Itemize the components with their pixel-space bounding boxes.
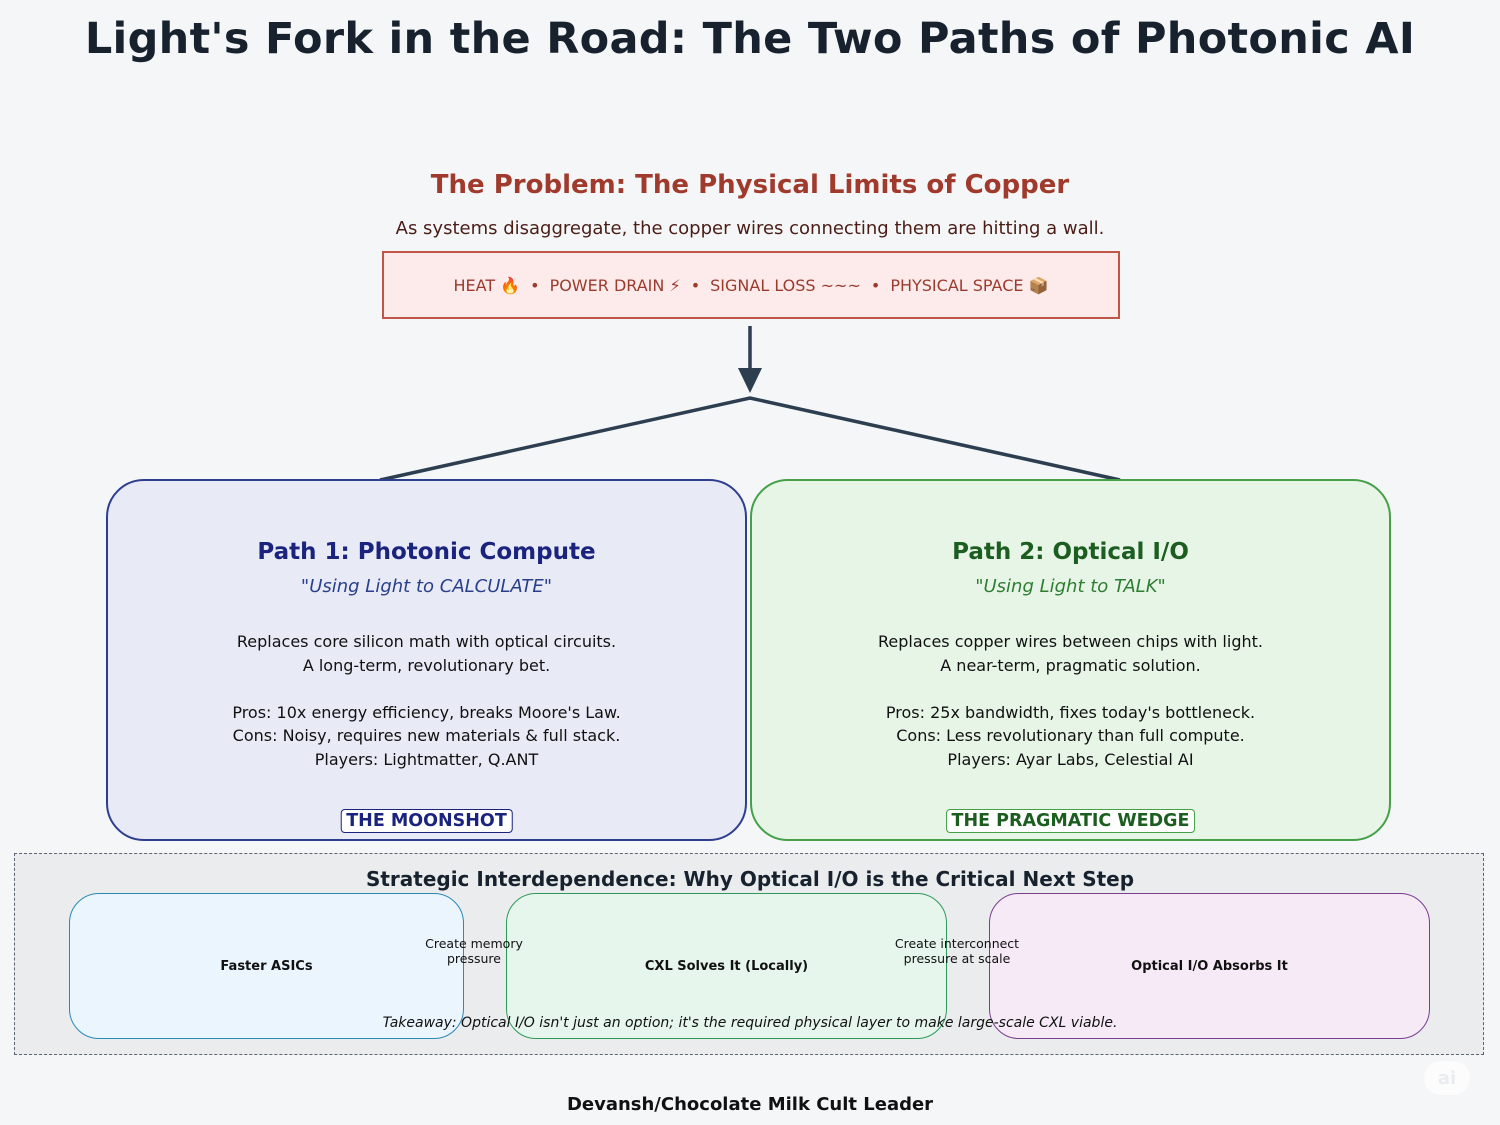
path1-description-line: Replaces core silicon math with optical … (236, 632, 617, 651)
path1-badge: THE MOONSHOT (340, 809, 513, 833)
path1-description-line: A long-term, revolutionary bet. (302, 655, 551, 675)
down-arrow-head-icon (738, 368, 762, 393)
path1-title: Path 1: Photonic Compute (257, 539, 596, 565)
path2-title: Path 2: Optical I/O (952, 539, 1189, 565)
flow-step-label: CXL Solves It (Locally) (644, 958, 809, 974)
path1-cons: Cons: Noisy, requires new materials & fu… (232, 726, 621, 745)
strategy-title: Strategic Interdependence: Why Optical I… (365, 867, 1135, 891)
symptom-heat: HEAT 🔥 (453, 275, 521, 295)
main-title: Light's Fork in the Road: The Two Paths … (84, 14, 1416, 64)
path2-description-line: Replaces copper wires between chips with… (878, 632, 1263, 651)
flow-step-faster-asics: Faster ASICs (69, 893, 464, 1039)
symptom-separator: • (870, 275, 881, 295)
flow-transition-line: Create memory (425, 936, 523, 951)
fork-lines (379, 396, 1121, 482)
path2-description-line: A near-term, pragmatic solution. (940, 655, 1201, 675)
flow-transition-line: Create interconnect (894, 936, 1020, 951)
symptom-separator: • (690, 275, 701, 295)
path1-tagline: "Using Light to CALCULATE" (300, 576, 553, 597)
flow-step-cxl: CXL Solves It (Locally) (506, 893, 947, 1039)
path2-card: Path 2: Optical I/O "Using Light to TALK… (750, 479, 1391, 841)
flow-transition-interconnect-pressure: Create interconnect pressure at scale (877, 936, 1037, 966)
symptom-separator: • (530, 275, 540, 295)
path1-body: Replaces core silicon math with optical … (108, 630, 745, 771)
path2-cons: Cons: Less revolutionary than full compu… (896, 726, 1245, 745)
path2-badge: THE PRAGMATIC WEDGE (945, 809, 1196, 833)
watermark-logo: ai (1424, 1061, 1470, 1095)
flow-transition-memory-pressure: Create memory pressure (394, 936, 554, 966)
takeaway-text: Takeaway: Optical I/O isn't just an opti… (382, 1015, 1118, 1031)
path2-players: Players: Ayar Labs, Celestial AI (947, 749, 1194, 769)
flow-step-label: Optical I/O Absorbs It (1131, 958, 1288, 974)
flow-transition-line: pressure (447, 951, 501, 966)
flow-step-optical-io: Optical I/O Absorbs It (989, 893, 1430, 1039)
problem-subtitle: As systems disaggregate, the copper wire… (395, 218, 1105, 239)
path1-card: Path 1: Photonic Compute "Using Light to… (106, 479, 747, 841)
author-credit: Devansh/Chocolate Milk Cult Leader (566, 1094, 934, 1115)
path2-body: Replaces copper wires between chips with… (752, 630, 1389, 771)
symptom-power-drain: POWER DRAIN ⚡ (549, 275, 681, 295)
path2-pros: Pros: 25x bandwidth, fixes today's bottl… (885, 702, 1256, 722)
problem-symptoms-box: HEAT 🔥 • POWER DRAIN ⚡ • SIGNAL LOSS ~~~… (382, 251, 1120, 319)
flow-step-label: Faster ASICs (220, 958, 313, 974)
flow-transition-line: pressure at scale (903, 951, 1011, 966)
problem-title: The Problem: The Physical Limits of Copp… (430, 170, 1070, 200)
path1-players: Players: Lightmatter, Q.ANT (314, 749, 539, 769)
symptom-physical-space: PHYSICAL SPACE 📦 (890, 275, 1049, 295)
path2-tagline: "Using Light to TALK" (975, 576, 1166, 597)
symptom-signal-loss: SIGNAL LOSS ~~~ (710, 275, 861, 295)
path1-pros: Pros: 10x energy efficiency, breaks Moor… (232, 702, 621, 722)
